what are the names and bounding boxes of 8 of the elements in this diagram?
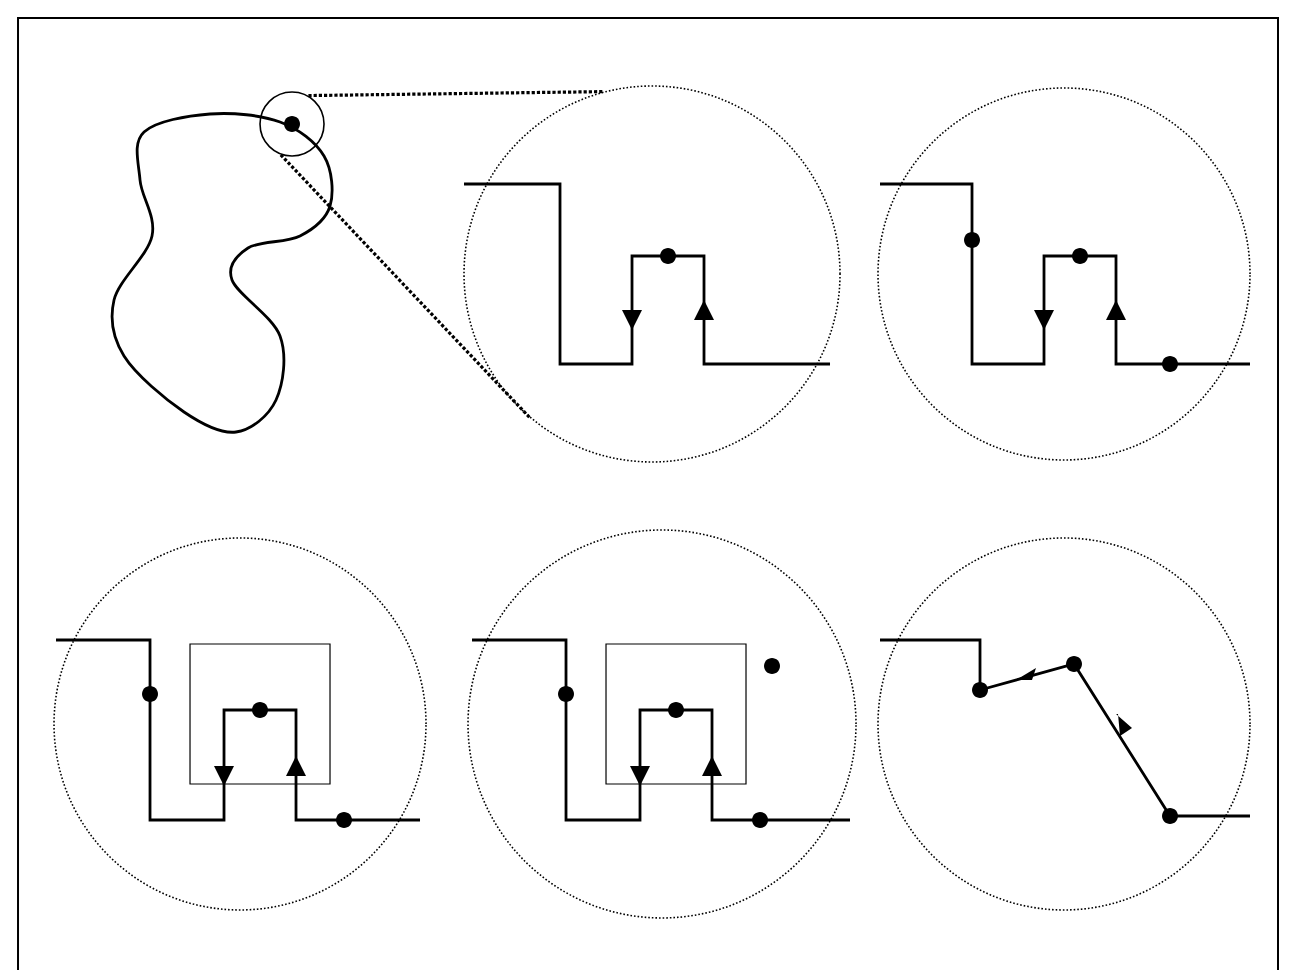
leader-line (279, 153, 532, 420)
zoom-circle (877, 87, 1251, 461)
zoom-circle (467, 529, 857, 919)
leader-line (308, 90, 604, 98)
zoom-circle (259, 91, 325, 157)
zoom-circle (877, 537, 1251, 911)
zoom-circle (463, 85, 841, 463)
zoom-circle (53, 537, 427, 911)
